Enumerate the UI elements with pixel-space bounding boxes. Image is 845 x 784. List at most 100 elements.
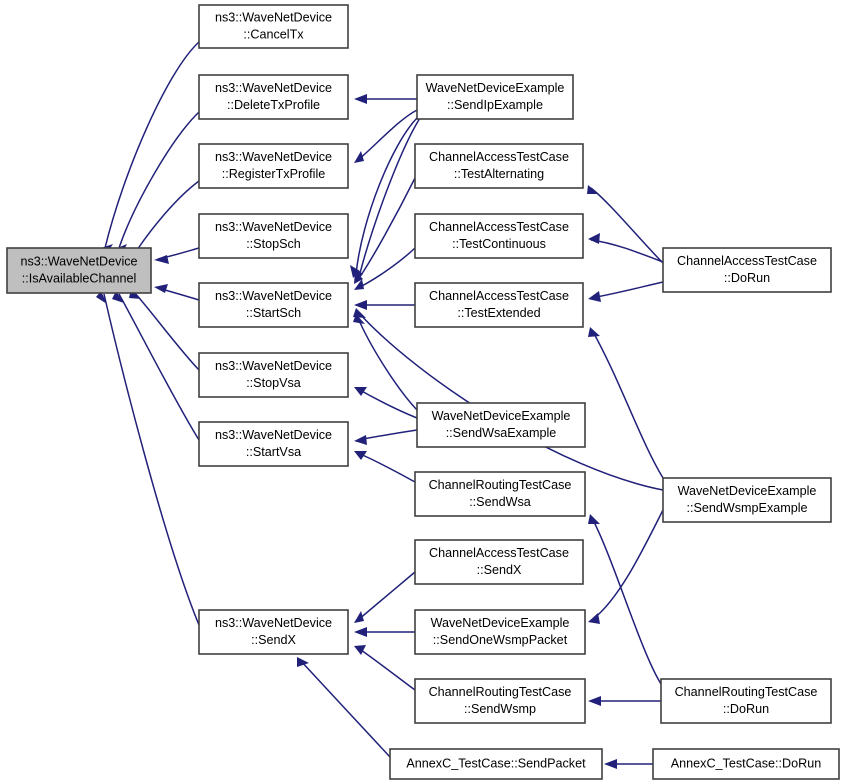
- graph-node-stopsch[interactable]: ns3::WaveNetDevice::StopSch: [198, 213, 349, 259]
- edge-line: [355, 117, 418, 275]
- node-label-line: ChannelAccessTestCase: [677, 254, 817, 268]
- graph-node-channelaccess-dorun[interactable]: ChannelAccessTestCase::DoRun: [662, 247, 832, 293]
- graph-node-sendonewsmppacket[interactable]: WaveNetDeviceExample::SendOneWsmpPacket: [414, 609, 586, 655]
- node-box[interactable]: [198, 213, 349, 259]
- graph-node-sendwsaexample[interactable]: WaveNetDeviceExample::SendWsaExample: [416, 402, 586, 448]
- node-label-line: ::StopSch: [246, 237, 301, 251]
- node-label-line: ns3::WaveNetDevice: [215, 359, 332, 373]
- edge-line: [590, 281, 664, 299]
- graph-node-sendwsmp[interactable]: ChannelRoutingTestCase::SendWsmp: [414, 678, 586, 724]
- node-label-line: ::TestAlternating: [454, 167, 544, 181]
- node-box[interactable]: [414, 143, 584, 189]
- node-label-line: WaveNetDeviceExample: [678, 484, 817, 498]
- graph-node-startsch[interactable]: ns3::WaveNetDevice::StartSch: [198, 282, 349, 328]
- node-label-line: ::SendX: [251, 633, 296, 647]
- call-edge: [588, 509, 664, 624]
- arrowhead-icon: [588, 514, 600, 524]
- edge-line: [357, 571, 416, 621]
- graph-node-sendwsmpexample[interactable]: WaveNetDeviceExample::SendWsmpExample: [662, 477, 832, 523]
- graph-node-canceltx[interactable]: ns3::WaveNetDevice::CancelTx: [198, 4, 349, 49]
- node-label-line: ChannelRoutingTestCase: [429, 685, 572, 699]
- node-box[interactable]: [198, 352, 349, 398]
- node-box[interactable]: [414, 471, 586, 517]
- node-label-line: ::DoRun: [723, 702, 769, 716]
- node-label-line: WaveNetDeviceExample: [432, 409, 571, 423]
- node-box[interactable]: [198, 609, 349, 655]
- node-label-line: ::DoRun: [724, 271, 770, 285]
- node-box[interactable]: [414, 282, 584, 328]
- arrowhead-icon: [354, 279, 364, 290]
- node-box[interactable]: [414, 539, 584, 585]
- node-label-line: ns3::WaveNetDevice: [215, 10, 332, 24]
- graph-node-sendipexample[interactable]: WaveNetDeviceExample::SendIpExample: [416, 74, 574, 120]
- node-box[interactable]: [414, 609, 586, 655]
- node-label-line: ::TestExtended: [457, 306, 540, 320]
- graph-node-isavailablechannel[interactable]: ns3::WaveNetDevice::IsAvailableChannel: [6, 247, 152, 294]
- node-box[interactable]: [198, 4, 349, 49]
- node-box[interactable]: [414, 678, 586, 724]
- graph-node-sendx-device[interactable]: ns3::WaveNetDevice::SendX: [198, 609, 349, 655]
- graph-node-deletetxprofile[interactable]: ns3::WaveNetDevice::DeleteTxProfile: [198, 74, 349, 120]
- graph-node-testcontinuous[interactable]: ChannelAccessTestCase::TestContinuous: [414, 213, 584, 259]
- node-label-line: ns3::WaveNetDevice: [215, 428, 332, 442]
- node-label-line: ::SendWsmpExample: [686, 501, 807, 515]
- node-box[interactable]: [198, 421, 349, 467]
- node-label-line: ChannelRoutingTestCase: [429, 478, 572, 492]
- node-label-line: ns3::WaveNetDevice: [215, 289, 332, 303]
- node-label-line: ns3::WaveNetDevice: [215, 81, 332, 95]
- call-edge: [588, 233, 664, 263]
- node-label-line: ::RegisterTxProfile: [222, 167, 326, 181]
- node-layer: ns3::WaveNetDevice::IsAvailableChannelns…: [6, 4, 840, 780]
- node-box[interactable]: [662, 477, 832, 523]
- node-label-line: ::CancelTx: [243, 27, 304, 41]
- node-label-line: ChannelAccessTestCase: [429, 150, 569, 164]
- arrowhead-icon: [96, 291, 107, 304]
- node-box[interactable]: [6, 247, 152, 294]
- edge-line: [133, 291, 200, 371]
- edge-line: [357, 452, 416, 483]
- node-box[interactable]: [660, 678, 832, 724]
- call-edge: [297, 657, 391, 758]
- node-label-line: ::DeleteTxProfile: [227, 98, 320, 112]
- arrowhead-icon: [354, 271, 363, 284]
- arrowhead-icon: [354, 151, 364, 163]
- arrowhead-icon: [354, 611, 364, 623]
- graph-node-registertxprofile[interactable]: ns3::WaveNetDevice::RegisterTxProfile: [198, 143, 349, 189]
- edge-line: [358, 117, 421, 278]
- graph-node-testextended[interactable]: ChannelAccessTestCase::TestExtended: [414, 282, 584, 328]
- arrowhead-icon: [604, 759, 617, 769]
- edge-line: [357, 311, 664, 491]
- node-box[interactable]: [652, 748, 840, 780]
- arrowhead-icon: [588, 696, 601, 706]
- edge-line: [357, 317, 418, 411]
- call-edge: [354, 645, 416, 691]
- edge-layer: [96, 41, 664, 769]
- node-box[interactable]: [389, 748, 603, 780]
- node-box[interactable]: [416, 402, 586, 448]
- call-edge: [354, 571, 416, 623]
- node-box[interactable]: [416, 74, 574, 120]
- arrowhead-icon: [587, 185, 599, 194]
- node-box[interactable]: [198, 143, 349, 189]
- node-box[interactable]: [414, 213, 584, 259]
- node-label-line: ::SendOneWsmpPacket: [433, 633, 568, 647]
- node-label-line: ChannelAccessTestCase: [429, 546, 569, 560]
- graph-node-annexc-sendpacket[interactable]: AnnexC_TestCase::SendPacket: [389, 748, 603, 780]
- node-label-line: ::SendX: [477, 563, 522, 577]
- node-box[interactable]: [198, 74, 349, 120]
- graph-node-sendwsa[interactable]: ChannelRoutingTestCase::SendWsa: [414, 471, 586, 517]
- call-edge: [354, 429, 418, 445]
- arrowhead-icon: [354, 645, 366, 655]
- graph-node-stopvsa[interactable]: ns3::WaveNetDevice::StopVsa: [198, 352, 349, 398]
- graph-node-testalternating[interactable]: ChannelAccessTestCase::TestAlternating: [414, 143, 584, 189]
- node-label-line: WaveNetDeviceExample: [426, 81, 565, 95]
- graph-node-startvsa[interactable]: ns3::WaveNetDevice::StartVsa: [198, 421, 349, 467]
- graph-node-channelrouting-dorun[interactable]: ChannelRoutingTestCase::DoRun: [660, 678, 832, 724]
- graph-node-sendx-test[interactable]: ChannelAccessTestCase::SendX: [414, 539, 584, 585]
- call-edge: [604, 759, 653, 769]
- node-box[interactable]: [662, 247, 832, 293]
- edge-line: [118, 111, 200, 249]
- graph-node-annexc-dorun[interactable]: AnnexC_TestCase::DoRun: [652, 748, 840, 780]
- node-box[interactable]: [198, 282, 349, 328]
